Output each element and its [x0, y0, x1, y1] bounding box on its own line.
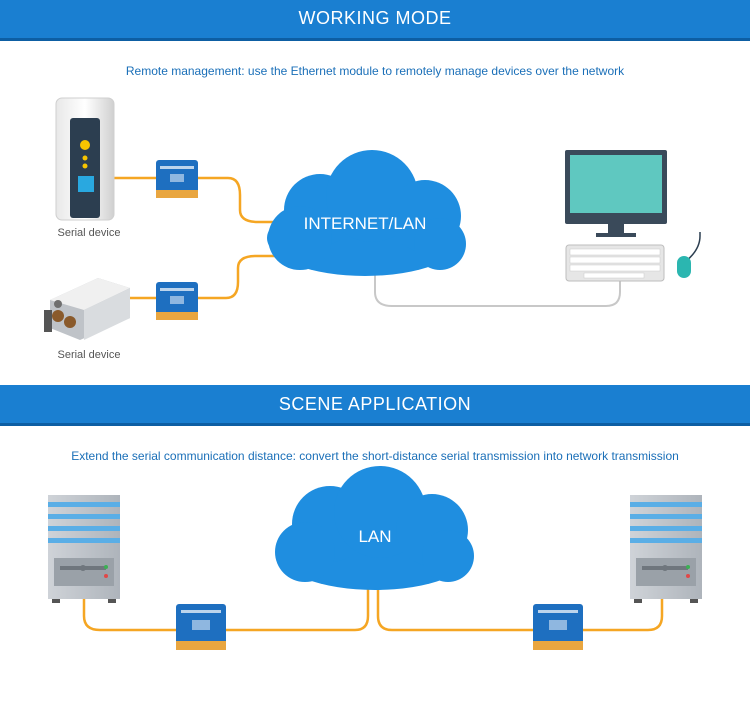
serial-device-1-label: Serial device — [57, 227, 121, 239]
section-banner-scene-application — [0, 385, 750, 426]
serial-server-module-2 — [156, 282, 198, 320]
serial-device-motor — [44, 278, 130, 340]
serial-device-tower — [55, 97, 115, 221]
cloud-internet-lan-label: INTERNET/LAN — [303, 214, 427, 233]
computer-mouse — [677, 232, 701, 278]
section-title-scene-application: SCENE APPLICATION — [278, 394, 472, 414]
section-subtitle-working-mode: Remote management: use the Ethernet modu… — [125, 64, 625, 78]
cable-cloud-to-computer — [374, 270, 621, 307]
section-subtitle-scene-application: Extend the serial communication distance… — [71, 449, 679, 463]
section-title-working-mode: WORKING MODE — [298, 8, 452, 28]
cable-module3-to-cloud — [226, 586, 370, 632]
cable-group-section2 — [82, 586, 664, 632]
cable-module4-to-server-right — [583, 598, 664, 632]
serial-server-module-1 — [156, 160, 198, 198]
server-left — [48, 495, 120, 603]
cable-module1-to-cloud — [198, 176, 275, 224]
server-right — [630, 495, 702, 603]
serial-server-module-3 — [176, 604, 226, 650]
serial-server-module-4 — [533, 604, 583, 650]
cloud-lan — [275, 466, 474, 590]
cloud-lan-label: LAN — [358, 527, 392, 546]
cloud-internet-lan — [267, 150, 466, 276]
cable-module2-to-cloud — [198, 254, 290, 300]
cable-server-left-to-module3 — [82, 598, 176, 632]
computer-monitor — [565, 150, 667, 237]
cable-cloud-to-module4 — [376, 586, 533, 632]
section-banner-working-mode — [0, 0, 750, 41]
computer-keyboard — [565, 244, 665, 282]
serial-device-2-label: Serial device — [57, 349, 121, 361]
cable-group-section1 — [112, 176, 290, 300]
